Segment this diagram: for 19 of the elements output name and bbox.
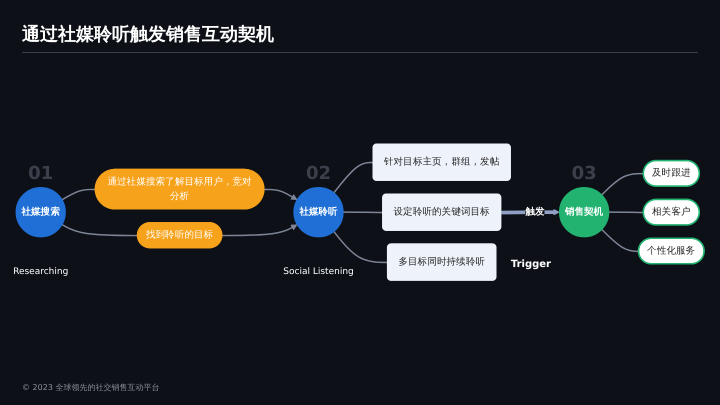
- node-circle: 社媒聆听: [293, 186, 344, 238]
- connector: [601, 228, 639, 252]
- step-caption: Social Listening: [283, 266, 354, 277]
- connector: [62, 224, 138, 236]
- edge-label: 触发: [525, 206, 545, 218]
- connector: [62, 188, 96, 200]
- connector: [333, 162, 374, 194]
- node-circle: 销售契机: [558, 186, 610, 238]
- footer-caption: © 2023 全球领先的社交销售互动平台: [22, 382, 160, 393]
- arrow: [264, 188, 298, 200]
- connector: [608, 211, 644, 214]
- slide-title: 通过社媒聆听触发销售互动契机: [22, 23, 274, 46]
- connector: [343, 211, 383, 214]
- connector: [333, 230, 388, 264]
- annotation-text: Trigger: [510, 259, 551, 270]
- arrow: [222, 224, 298, 236]
- node-circle: 社媒搜索: [16, 186, 66, 238]
- connector: [601, 172, 644, 196]
- step-caption: Researching: [13, 266, 68, 277]
